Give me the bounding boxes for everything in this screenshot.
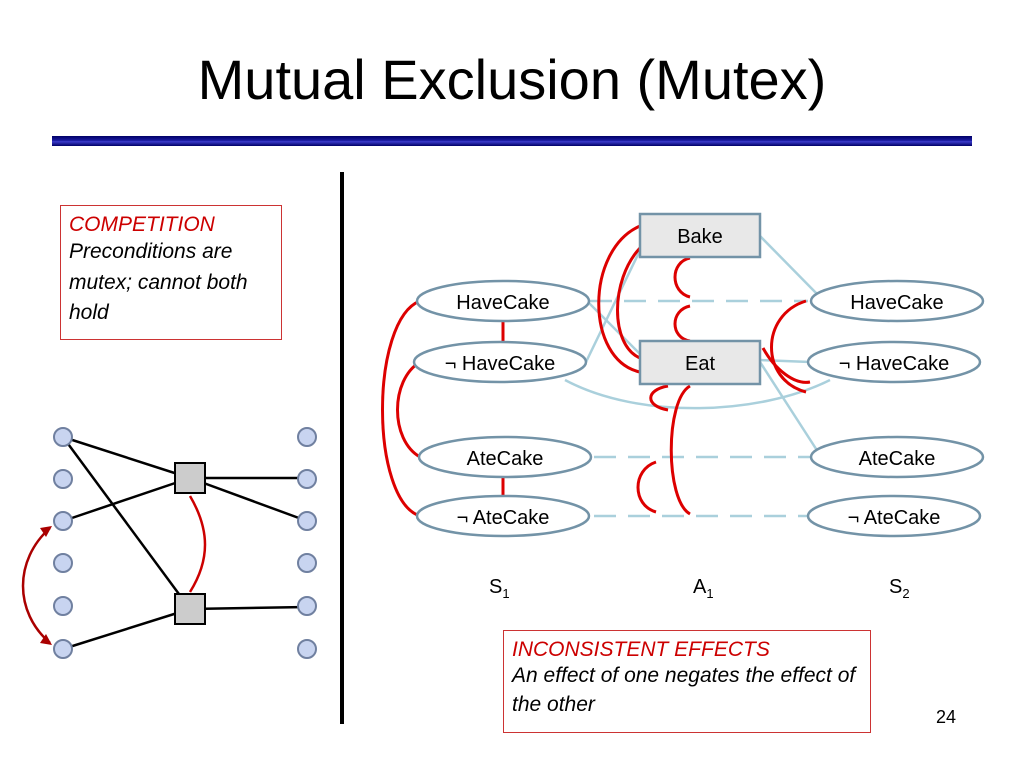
s1-prop-node [415,494,591,538]
level-label-s1: S1 [489,576,510,601]
vertical-divider [340,172,344,724]
mutex-arc [673,256,691,299]
s2-prop-node [809,279,985,323]
action-bake-box [638,212,762,259]
s1-level: HaveCake ¬ HaveCake AteCake ¬ AteCake [412,279,593,538]
competition-text: Preconditions are mutex; cannot both hol… [69,240,248,325]
schematic-prop-node [297,427,317,447]
schematic-prop-node [53,596,73,616]
inconsistent-text: An effect of one negates the effect of t… [512,664,856,716]
schematic-prop-node [297,639,317,659]
mutex-arc [597,224,641,374]
schematic-mutex-arc [188,495,207,593]
arrowhead-up [40,526,52,537]
s1-prop-label: HaveCake [456,292,549,314]
link-line [759,235,821,298]
schematic-prop-node [53,511,73,531]
schematic-edge [62,435,191,480]
mutex-arc [381,299,421,518]
s2-prop-node [809,435,985,479]
schematic-prop-nodes [53,427,317,659]
schematic-prop-node [53,639,73,659]
schematic-double-arrow [21,527,51,644]
page-number: 24 [936,707,957,727]
persistence-links [590,299,818,518]
link-line [584,237,648,363]
mutex-arcs [381,224,811,518]
schematic-prop-node [297,553,317,573]
title-rule [52,136,972,146]
s1-prop-node [412,340,588,384]
mutex-arc [396,360,421,459]
s2-prop-node [806,340,982,384]
mutex-arc [649,384,669,412]
s1-prop-node [415,279,591,323]
s2-level: HaveCake ¬ HaveCake AteCake ¬ AteCake [806,279,985,538]
action-bake-label: Bake [677,226,723,248]
mutex-arc [669,384,691,516]
slide-title: Mutual Exclusion (Mutex) [197,48,827,111]
schematic-prop-node [297,469,317,489]
level-label-a1: A1 [693,576,714,601]
competition-note: COMPETITION Preconditions are mutex; can… [60,205,282,340]
s1-prop-node [417,435,593,479]
inconsistent-heading: INCONSISTENT EFFECTS [512,638,770,661]
inconsistent-effects-note: INCONSISTENT EFFECTS An effect of one ne… [503,630,871,733]
schematic-prop-node [297,511,317,531]
schematic-edge [189,476,308,523]
action-eat-box [638,339,762,386]
schematic-edge [62,607,191,651]
schematic-action-node [174,593,206,625]
schematic-prop-node [53,469,73,489]
link-line [758,361,822,456]
schematic-prop-node [297,596,317,616]
s1-prop-label: ¬ AteCake [457,507,550,529]
action-eat-label: Eat [685,353,715,375]
s1-prop-label: ¬ HaveCake [445,353,556,375]
mutex-arc [770,299,807,394]
link-line [759,358,811,364]
s2-prop-label: HaveCake [850,292,943,314]
competition-heading: COMPETITION [69,213,215,236]
schematic-edge [189,605,308,611]
schematic-edge [61,436,192,610]
mutex-arc [761,347,811,384]
s2-prop-label: ¬ HaveCake [839,353,950,375]
schematic-edge [62,476,191,523]
s2-prop-label: AteCake [859,448,936,470]
schematic-edges [61,435,308,651]
mutex-arc [636,460,657,514]
level-label-s2: S2 [889,576,910,601]
schematic-diagram [21,427,317,659]
schematic-prop-node [53,553,73,573]
schematic-action-node [174,462,206,494]
arrowhead-down [40,634,52,645]
link-line [585,299,647,361]
schematic-prop-node [53,427,73,447]
s1-prop-label: AteCake [467,448,544,470]
mutex-arc [673,304,691,343]
s2-prop-label: ¬ AteCake [848,507,941,529]
s2-prop-node [806,494,982,538]
mutex-arc [616,246,642,360]
